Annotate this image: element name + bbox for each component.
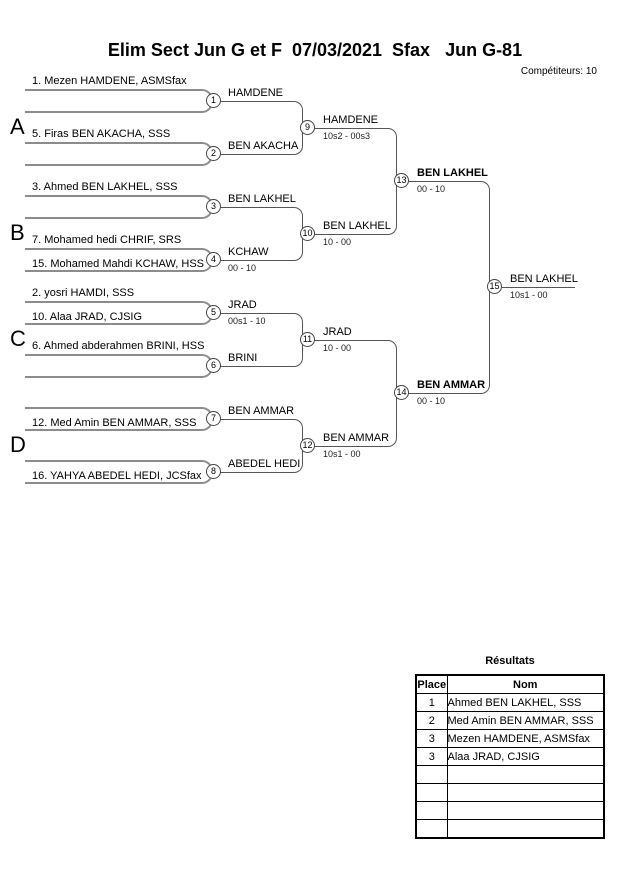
score-label-4: 00 - 10 (228, 263, 257, 273)
match-circle-9: 9 (300, 120, 315, 135)
name-cell (446, 765, 605, 784)
result-row (415, 801, 605, 820)
bracket-pair-2 (25, 142, 213, 166)
result-row: 3 Alaa JRAD, CJSIG (415, 747, 605, 766)
winner-label-15: BEN LAKHEL (510, 273, 578, 285)
winner-label-8: ABEDEL HEDI (228, 458, 301, 470)
score-label-14: 00 - 10 (417, 396, 446, 406)
player-label-5: 5. Firas BEN AKACHA, SSS (32, 128, 171, 140)
match-circle-15: 15 (487, 279, 502, 294)
winner-label-12: BEN AMMAR (323, 432, 390, 444)
match-circle-10: 10 (300, 226, 315, 241)
section-label-d: D (10, 432, 26, 457)
name-cell: Mezen HAMDENE, ASMSfax (446, 729, 605, 748)
place-cell: 1 (415, 693, 448, 712)
place-cell (415, 819, 448, 839)
result-row (415, 783, 605, 802)
match-circle-12: 12 (300, 438, 315, 453)
bracket-pair-6 (25, 354, 213, 378)
competitors-count: Compétiteurs: 10 (520, 66, 597, 77)
score-label-10: 10 - 00 (323, 237, 352, 247)
bracket-pair-3 (25, 195, 213, 219)
connector-match-14 (314, 340, 397, 447)
place-cell (415, 783, 448, 802)
results-header-row: Place Nom (415, 674, 605, 694)
score-label-15: 10s1 - 00 (510, 290, 548, 300)
player-label-12: 12. Med Amin BEN AMMAR, SSS (32, 417, 197, 429)
score-label-12: 10s1 - 00 (323, 449, 361, 459)
winner-label-14: BEN AMMAR (417, 379, 486, 391)
results-header-place: Place (415, 674, 448, 694)
player-label-15: 15. Mohamed Mahdi KCHAW, HSS (32, 258, 204, 270)
winner-label-10: BEN LAKHEL (323, 220, 391, 232)
player-label-6: 6. Ahmed abderahmen BRINI, HSS (32, 340, 205, 352)
winner-label-5: JRAD (228, 299, 257, 311)
score-label-13: 00 - 10 (417, 184, 446, 194)
player-label-16: 16. YAHYA ABEDEL HEDI, JCSfax (32, 470, 202, 482)
name-cell (446, 801, 605, 820)
connector-match-13 (314, 128, 397, 235)
section-label-c: C (10, 326, 26, 351)
winner-label-6: BRINI (228, 352, 258, 364)
score-label-11: 10 - 00 (323, 343, 352, 353)
result-row (415, 765, 605, 784)
name-cell: Alaa JRAD, CJSIG (446, 747, 605, 766)
place-cell (415, 765, 448, 784)
place-cell: 3 (415, 747, 448, 766)
winner-label-13: BEN LAKHEL (417, 167, 488, 179)
results-table: Place Nom 1 Ahmed BEN LAKHEL, SSS 2 Med … (415, 674, 605, 839)
match-circle-4: 4 (206, 252, 221, 267)
match-circle-5: 5 (206, 305, 221, 320)
name-cell (446, 819, 605, 839)
player-label-10: 10. Alaa JRAD, CJSIG (32, 311, 143, 323)
match-circle-11: 11 (300, 332, 315, 347)
winner-label-4: KCHAW (228, 246, 269, 258)
match-circle-1: 1 (206, 93, 221, 108)
winner-label-7: BEN AMMAR (228, 405, 295, 417)
score-label-5: 00s1 - 10 (228, 316, 266, 326)
result-row: 3 Mezen HAMDENE, ASMSfax (415, 729, 605, 748)
player-label-2: 2. yosri HAMDI, SSS (32, 287, 135, 299)
winner-label-2: BEN AKACHA (228, 140, 299, 152)
name-cell: Med Amin BEN AMMAR, SSS (446, 711, 605, 730)
result-row: 1 Ahmed BEN LAKHEL, SSS (415, 693, 605, 712)
result-row: 2 Med Amin BEN AMMAR, SSS (415, 711, 605, 730)
name-cell (446, 783, 605, 802)
match-circle-3: 3 (206, 199, 221, 214)
results-title: Résultats (485, 655, 535, 667)
bracket-pair-1 (25, 89, 213, 113)
match-circle-6: 6 (206, 358, 221, 373)
winner-label-11: JRAD (323, 326, 352, 338)
winner-label-9: HAMDENE (323, 114, 379, 126)
score-label-9: 10s2 - 00s3 (323, 131, 371, 141)
page-title: Elim Sect Jun G et F 07/03/2021 Sfax Jun… (107, 40, 523, 60)
result-row (415, 819, 605, 839)
player-label-1: 1. Mezen HAMDENE, ASMSfax (32, 75, 187, 87)
place-cell: 3 (415, 729, 448, 748)
section-label-a: A (10, 114, 25, 139)
section-label-b: B (10, 220, 25, 245)
connector-match-15 (408, 181, 490, 394)
match-circle-14: 14 (394, 385, 409, 400)
winner-label-3: BEN LAKHEL (228, 193, 296, 205)
place-cell: 2 (415, 711, 448, 730)
match-circle-2: 2 (206, 146, 221, 161)
place-cell (415, 801, 448, 820)
champion-line (502, 287, 575, 288)
results-header-name: Nom (446, 674, 605, 694)
name-cell: Ahmed BEN LAKHEL, SSS (446, 693, 605, 712)
match-circle-13: 13 (394, 173, 409, 188)
match-circle-8: 8 (206, 464, 221, 479)
match-circle-7: 7 (206, 411, 221, 426)
winner-label-1: HAMDENE (228, 87, 284, 99)
player-label-7: 7. Mohamed hedi CHRIF, SRS (32, 234, 182, 246)
player-label-3: 3. Ahmed BEN LAKHEL, SSS (32, 181, 178, 193)
